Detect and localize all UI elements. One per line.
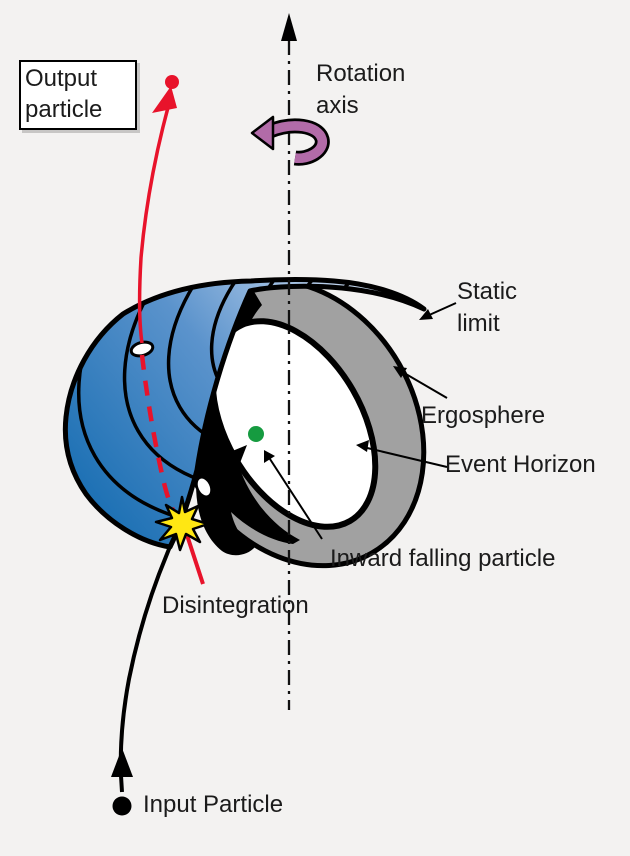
ergosphere-label: Ergosphere [421, 402, 546, 429]
ergosphere-arrowhead [393, 366, 407, 378]
event-horizon-label: Event Horizon [445, 451, 596, 478]
static-limit-arrowhead [419, 309, 433, 320]
output-trajectory-arrowhead [152, 86, 177, 113]
inward-label-leader [267, 455, 323, 540]
inward-falling-particle-dot [248, 426, 264, 442]
inward-motion-arrow [211, 452, 240, 480]
inward-falling-particle-label: Inward falling particle [330, 545, 556, 572]
rotation-axis-label: Rotation axis [316, 58, 405, 122]
static-limit-label-line2: limit [457, 310, 500, 337]
disintegration-star [154, 495, 210, 552]
static-limit-label: Static limit [457, 276, 517, 340]
rotation-axis-label-line2: axis [316, 92, 359, 119]
disintegration-label: Disintegration [162, 592, 309, 619]
ergosphere-leader [398, 369, 448, 399]
interior-shadow-crescent [196, 290, 300, 556]
rotation-direction-arrowhead [250, 115, 275, 151]
output-particle-label-line1: Output [25, 65, 98, 92]
static-limit-leader [426, 302, 457, 317]
inward-label-arrowhead [264, 450, 275, 463]
input-particle-dot [112, 796, 132, 816]
inward-motion-arrowhead [230, 445, 247, 463]
input-trajectory-arrowhead [111, 748, 133, 777]
shadow-highlight-dot [197, 478, 211, 496]
input-particle-label: Input Particle [143, 791, 284, 818]
up-arrow-icon [281, 13, 297, 41]
rotation-direction-arrow-icon [268, 121, 327, 163]
output-particle-label-box: Output particle [19, 60, 137, 130]
output-particle-dot [165, 75, 179, 89]
static-limit-label-line1: Static [457, 278, 518, 305]
output-particle-label-line2: particle [25, 96, 103, 123]
input-trajectory [118, 524, 184, 793]
rotation-axis-label-line1: Rotation [316, 60, 406, 87]
output-trajectory [137, 96, 173, 344]
event-horizon-leader [362, 446, 448, 468]
event-horizon-arrowhead [356, 440, 369, 452]
disintegration-leader-line [183, 528, 205, 585]
